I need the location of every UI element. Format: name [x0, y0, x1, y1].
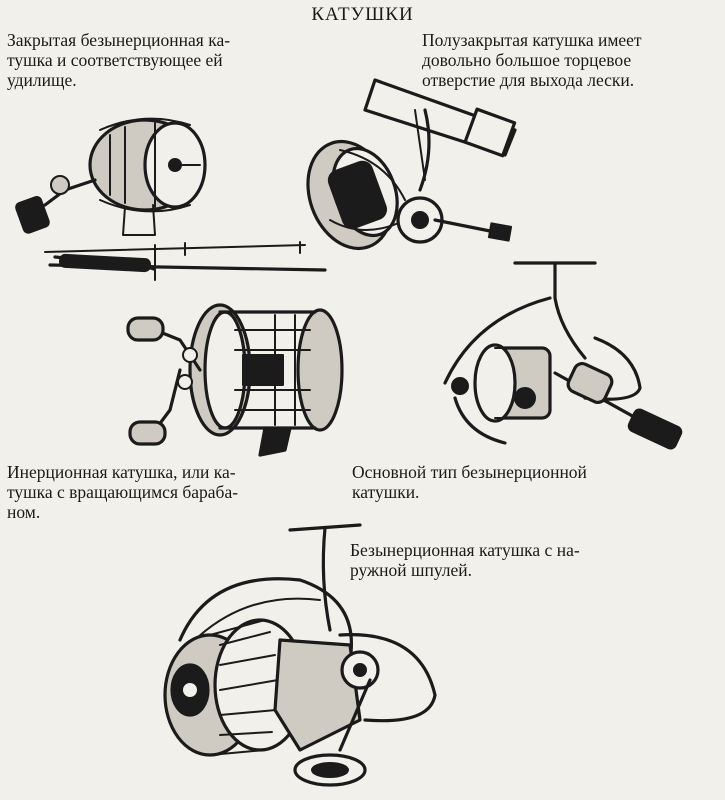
caption-external-spool-reel: Безынерционная катушка с на- ружной шпул…: [350, 540, 580, 580]
caption-closed-reel: Закрытая безынерционная ка- тушка и соот…: [7, 30, 231, 90]
inertial-reel-illustration: [125, 300, 355, 465]
semi-closed-reel-illustration: [295, 70, 535, 270]
caption-inertial-reel: Инерционная катушка, или ка- тушка с вра…: [7, 462, 239, 522]
closed-reel-illustration: [5, 95, 345, 295]
external-spool-reel-illustration: [150, 520, 450, 795]
spinning-reel-illustration: [435, 258, 695, 458]
caption-basic-spinning-reel: Основной тип безынерционной катушки.: [352, 462, 587, 502]
page-title: КАТУШКИ: [311, 4, 414, 25]
caption-semi-closed-reel: Полузакрытая катушка имеет довольно боль…: [422, 30, 642, 90]
